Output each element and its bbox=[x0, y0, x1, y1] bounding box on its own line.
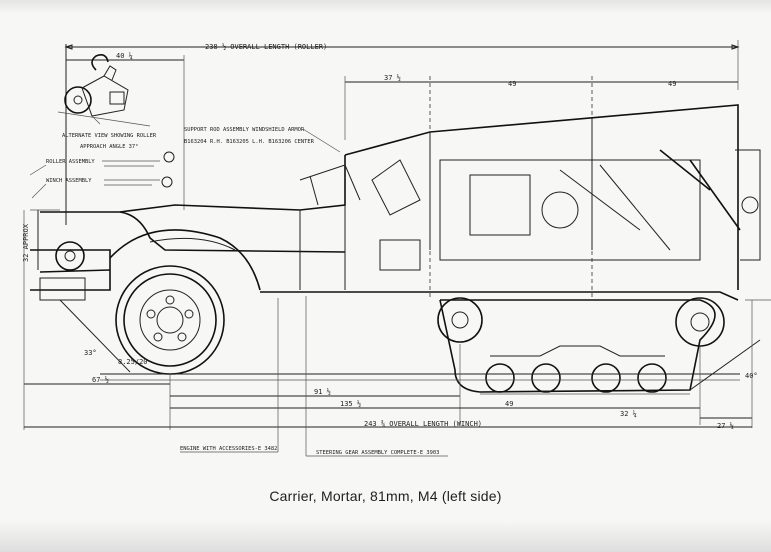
front-height-dimension bbox=[30, 209, 60, 270]
departure-angle-label: 40° bbox=[745, 372, 758, 380]
track-assembly bbox=[437, 297, 725, 395]
steering-label: STEERING GEAR ASSEMBLY COMPLETE-E 3903 bbox=[316, 450, 439, 456]
figure-caption: Carrier, Mortar, 81mm, M4 (left side) bbox=[269, 488, 502, 504]
scan-shading-top bbox=[0, 0, 771, 14]
support-rod-leader bbox=[302, 128, 341, 153]
alt-view-label: ALTERNATE VIEW SHOWING ROLLER bbox=[62, 133, 157, 139]
front-height-label: 32 APPROX bbox=[22, 223, 30, 262]
rear-seg-2-label: 49 bbox=[508, 80, 516, 88]
support-rod-label-2: B163204 R.H. B163205 L.H. B163206 CENTER bbox=[184, 139, 315, 145]
rear-overhang-label: 27 ½ bbox=[717, 422, 734, 430]
track-length-label: 49 bbox=[505, 400, 513, 408]
support-rod-label-1: SUPPORT ROD ASSEMBLY WINDSHIELD ARMOR bbox=[184, 127, 305, 133]
technical-drawing: 238 ½ OVERALL LENGTH (ROLLER) 40 ¼ ALTER… bbox=[22, 40, 771, 457]
roller-assembly-label: ROLLER ASSEMBLY bbox=[46, 159, 95, 165]
wheel-to-track-label: 91 ½ bbox=[314, 388, 331, 396]
ground-line bbox=[59, 299, 761, 391]
winch-assembly-label: WINCH ASSEMBLY bbox=[46, 178, 92, 184]
rear-seg-1-label: 37 ½ bbox=[384, 74, 401, 82]
overall-length-winch-label: 243 ⅜ OVERALL LENGTH (WINCH) bbox=[364, 419, 482, 428]
approach-angle-label: APPROACH ANGLE 37° bbox=[80, 144, 138, 150]
tire-size-label: 8.25/20 bbox=[118, 358, 148, 366]
front-overhang-label: 67 ½ bbox=[92, 376, 109, 384]
approach-angle-dim-label: 33° bbox=[84, 349, 97, 357]
track-to-rear-label: 32 ¼ bbox=[620, 410, 637, 418]
scan-shading-bottom bbox=[0, 520, 771, 552]
bottom-dimension-lines bbox=[23, 210, 753, 456]
alt-view-width-label: 40 ¼ bbox=[116, 52, 133, 60]
wheelbase-label: 135 ½ bbox=[340, 400, 361, 408]
leader-scribbles bbox=[29, 151, 175, 199]
rear-seg-3-label: 49 bbox=[668, 80, 676, 88]
roller-alternate-view-sketch bbox=[57, 54, 151, 127]
engine-label: ENGINE WITH ACCESSORIES-E 3482 bbox=[180, 446, 277, 452]
halftrack-body bbox=[30, 104, 771, 301]
overall-length-roller-dimension bbox=[64, 40, 740, 225]
overall-length-roller-label: 238 ½ OVERALL LENGTH (ROLLER) bbox=[205, 43, 327, 51]
